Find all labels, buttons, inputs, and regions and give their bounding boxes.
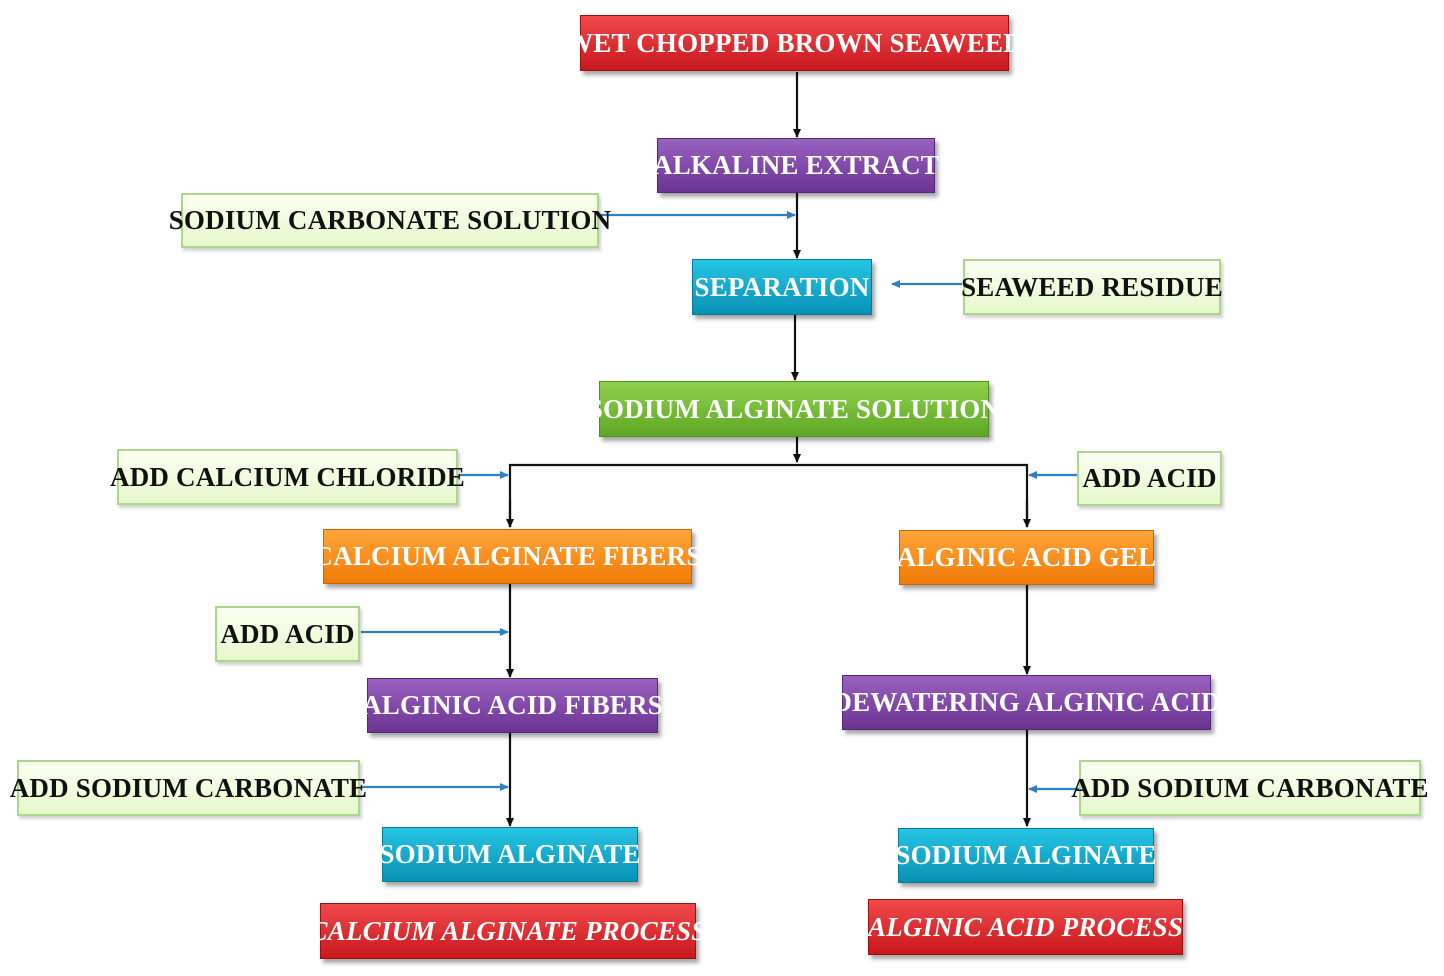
node-wet-seaweed: WET CHOPPED BROWN SEAWEED [566,15,1023,71]
node-seaweed-residue: SEAWEED RESIDUE [961,259,1223,315]
node-sodium-alginate-left: SODIUM ALGINATE [379,827,640,882]
node-separation: SEPARATION [692,259,872,315]
node-dewatering-alginic-acid: DEWATERING ALGINIC ACID [832,675,1220,730]
node-add-acid-right: ADD ACID [1077,451,1222,506]
node-calcium-alginate-fibers: CALCIUM ALGINATE FIBERS [313,529,701,584]
node-add-sodium-carbonate-left: ADD SODIUM CARBONATE [10,760,367,816]
branch-line [508,463,1029,527]
label-calcium-alginate-process: CALCIUM ALGINATE PROCESS [310,903,706,959]
node-add-calcium-chloride: ADD CALCIUM CHLORIDE [110,449,465,505]
node-alginic-acid-gel: ALGINIC ACID GEL [897,530,1156,585]
node-sodium-alginate-solution: SODIUM ALGINATE SOLUTION [588,381,1000,437]
node-alkaline-extract: ALKALINE EXTRACT [653,138,939,193]
label-alginic-acid-process: ALGINIC ACID PROCESS [868,899,1183,955]
node-add-sodium-carbonate-right: ADD SODIUM CARBONATE [1071,760,1429,816]
node-alginic-acid-fibers: ALGINIC ACID FIBERS [362,678,663,733]
node-sodium-carbonate-solution: SODIUM CARBONATE SOLUTION [169,193,611,248]
node-add-acid-left: ADD ACID [215,606,360,662]
node-sodium-alginate-right: SODIUM ALGINATE [895,828,1156,883]
